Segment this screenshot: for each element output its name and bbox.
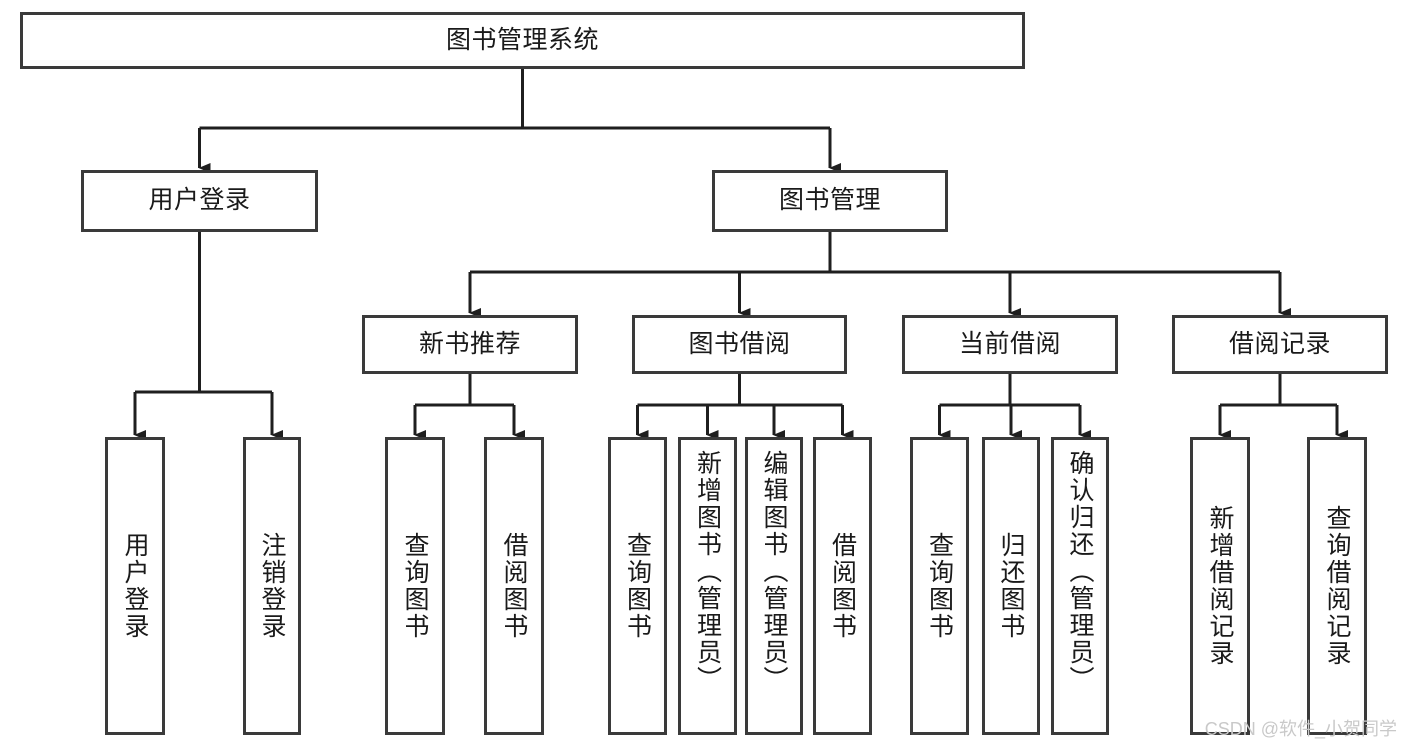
node-label: 借阅图书 [500,532,528,640]
node-root[interactable]: 图书管理系统 [20,12,1025,69]
node-label: 确认归还（管理员） [1066,450,1094,693]
node-book-borrow[interactable]: 图书借阅 [632,315,847,374]
node-label: 查询图书 [401,532,429,640]
node-label: 新增图书（管理员） [693,450,722,693]
leaf-return-book[interactable]: 归还图书 [982,437,1040,735]
node-book-manage[interactable]: 图书管理 [712,170,948,232]
node-label: 新增借阅记录 [1206,505,1234,667]
node-label: 用户登录 [148,186,251,215]
node-label: 图书管理 [778,186,881,215]
leaf-query-book-2[interactable]: 查询图书 [608,437,667,735]
leaf-confirm-return-admin[interactable]: 确认归还（管理员） [1051,437,1109,735]
leaf-user-login[interactable]: 用户登录 [105,437,165,735]
node-label: 借阅图书 [828,532,857,640]
node-label: 查询借阅记录 [1323,505,1351,667]
leaf-logout-login[interactable]: 注销登录 [243,437,301,735]
node-label: 图书管理系统 [445,25,599,54]
leaf-query-book-3[interactable]: 查询图书 [910,437,969,735]
leaf-borrow-book-2[interactable]: 借阅图书 [813,437,872,735]
node-label: 注销登录 [258,532,286,640]
node-user-login[interactable]: 用户登录 [81,170,318,232]
node-label: 用户登录 [121,532,149,640]
leaf-add-book-admin[interactable]: 新增图书（管理员） [678,437,737,735]
node-label: 借阅记录 [1228,329,1331,358]
node-label: 新书推荐 [418,329,521,358]
node-label: 查询图书 [925,532,954,640]
node-label: 编辑图书（管理员） [760,450,788,693]
leaf-borrow-book-1[interactable]: 借阅图书 [484,437,544,735]
node-label: 图书借阅 [688,329,791,358]
leaf-add-borrow-record[interactable]: 新增借阅记录 [1190,437,1250,735]
leaf-edit-book-admin[interactable]: 编辑图书（管理员） [745,437,803,735]
node-borrow-record[interactable]: 借阅记录 [1172,315,1388,374]
node-new-book-recommend[interactable]: 新书推荐 [362,315,578,374]
node-label: 归还图书 [997,532,1025,640]
leaf-query-book-1[interactable]: 查询图书 [385,437,445,735]
node-label: 当前借阅 [958,329,1061,358]
node-label: 查询图书 [623,532,652,640]
watermark-text: CSDN @软件_小贺同学 [1204,719,1397,739]
leaf-query-borrow-record[interactable]: 查询借阅记录 [1307,437,1367,735]
node-current-borrow[interactable]: 当前借阅 [902,315,1118,374]
